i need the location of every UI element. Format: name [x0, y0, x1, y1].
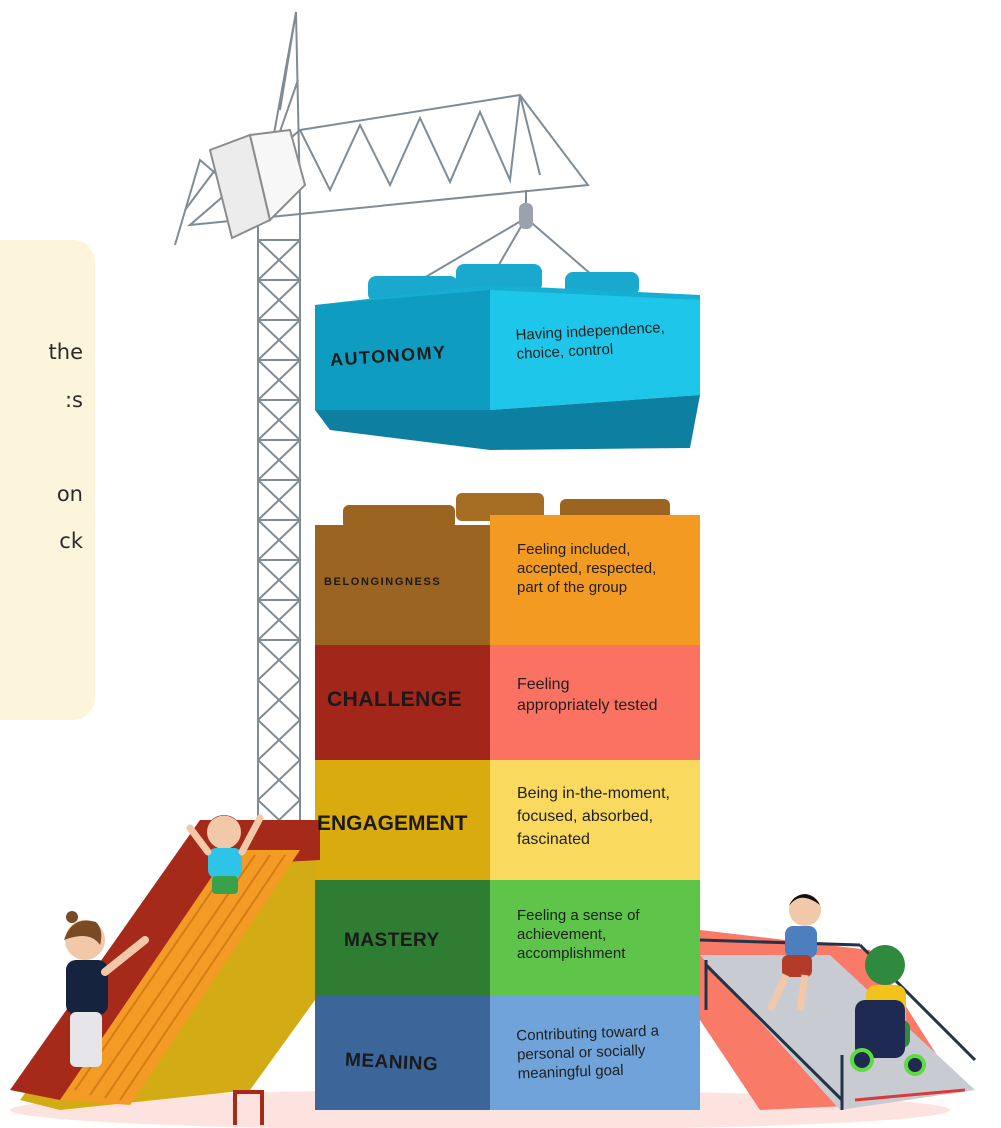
belongingness-title: BELONGINGNESS [324, 576, 442, 588]
mastery-title: MASTERY [344, 930, 440, 951]
belongingness-description: Feeling included,accepted, respected,par… [517, 541, 657, 596]
wheelchair-user-icon [850, 945, 926, 1076]
callout-panel: the s: on ck [0, 240, 95, 720]
callout-line: the [48, 340, 83, 364]
engagement-title: ENGAGEMENT [317, 812, 468, 835]
autonomy-description: Having independence,choice, control [515, 319, 666, 363]
child-standing-icon [64, 911, 149, 1067]
mastery-block [315, 880, 700, 995]
callout-line: s: [64, 388, 83, 412]
callout-line: on [56, 482, 83, 506]
ramp-icon [699, 930, 977, 1110]
hook-icon [519, 203, 533, 229]
belongingness-block [315, 493, 700, 645]
child-on-slide-icon [186, 814, 264, 894]
meaning-block [315, 995, 700, 1110]
counterweight-icon [208, 128, 307, 240]
autonomy-block [315, 264, 700, 450]
slide-icon [10, 820, 320, 1125]
running-child-icon [766, 894, 821, 1012]
engagement-block [315, 760, 700, 880]
callout-line: ck [59, 529, 83, 553]
challenge-block [315, 645, 700, 760]
engagement-description: Being in-the-moment,focused, absorbed,fa… [517, 785, 670, 848]
challenge-title: CHALLENGE [327, 688, 463, 711]
